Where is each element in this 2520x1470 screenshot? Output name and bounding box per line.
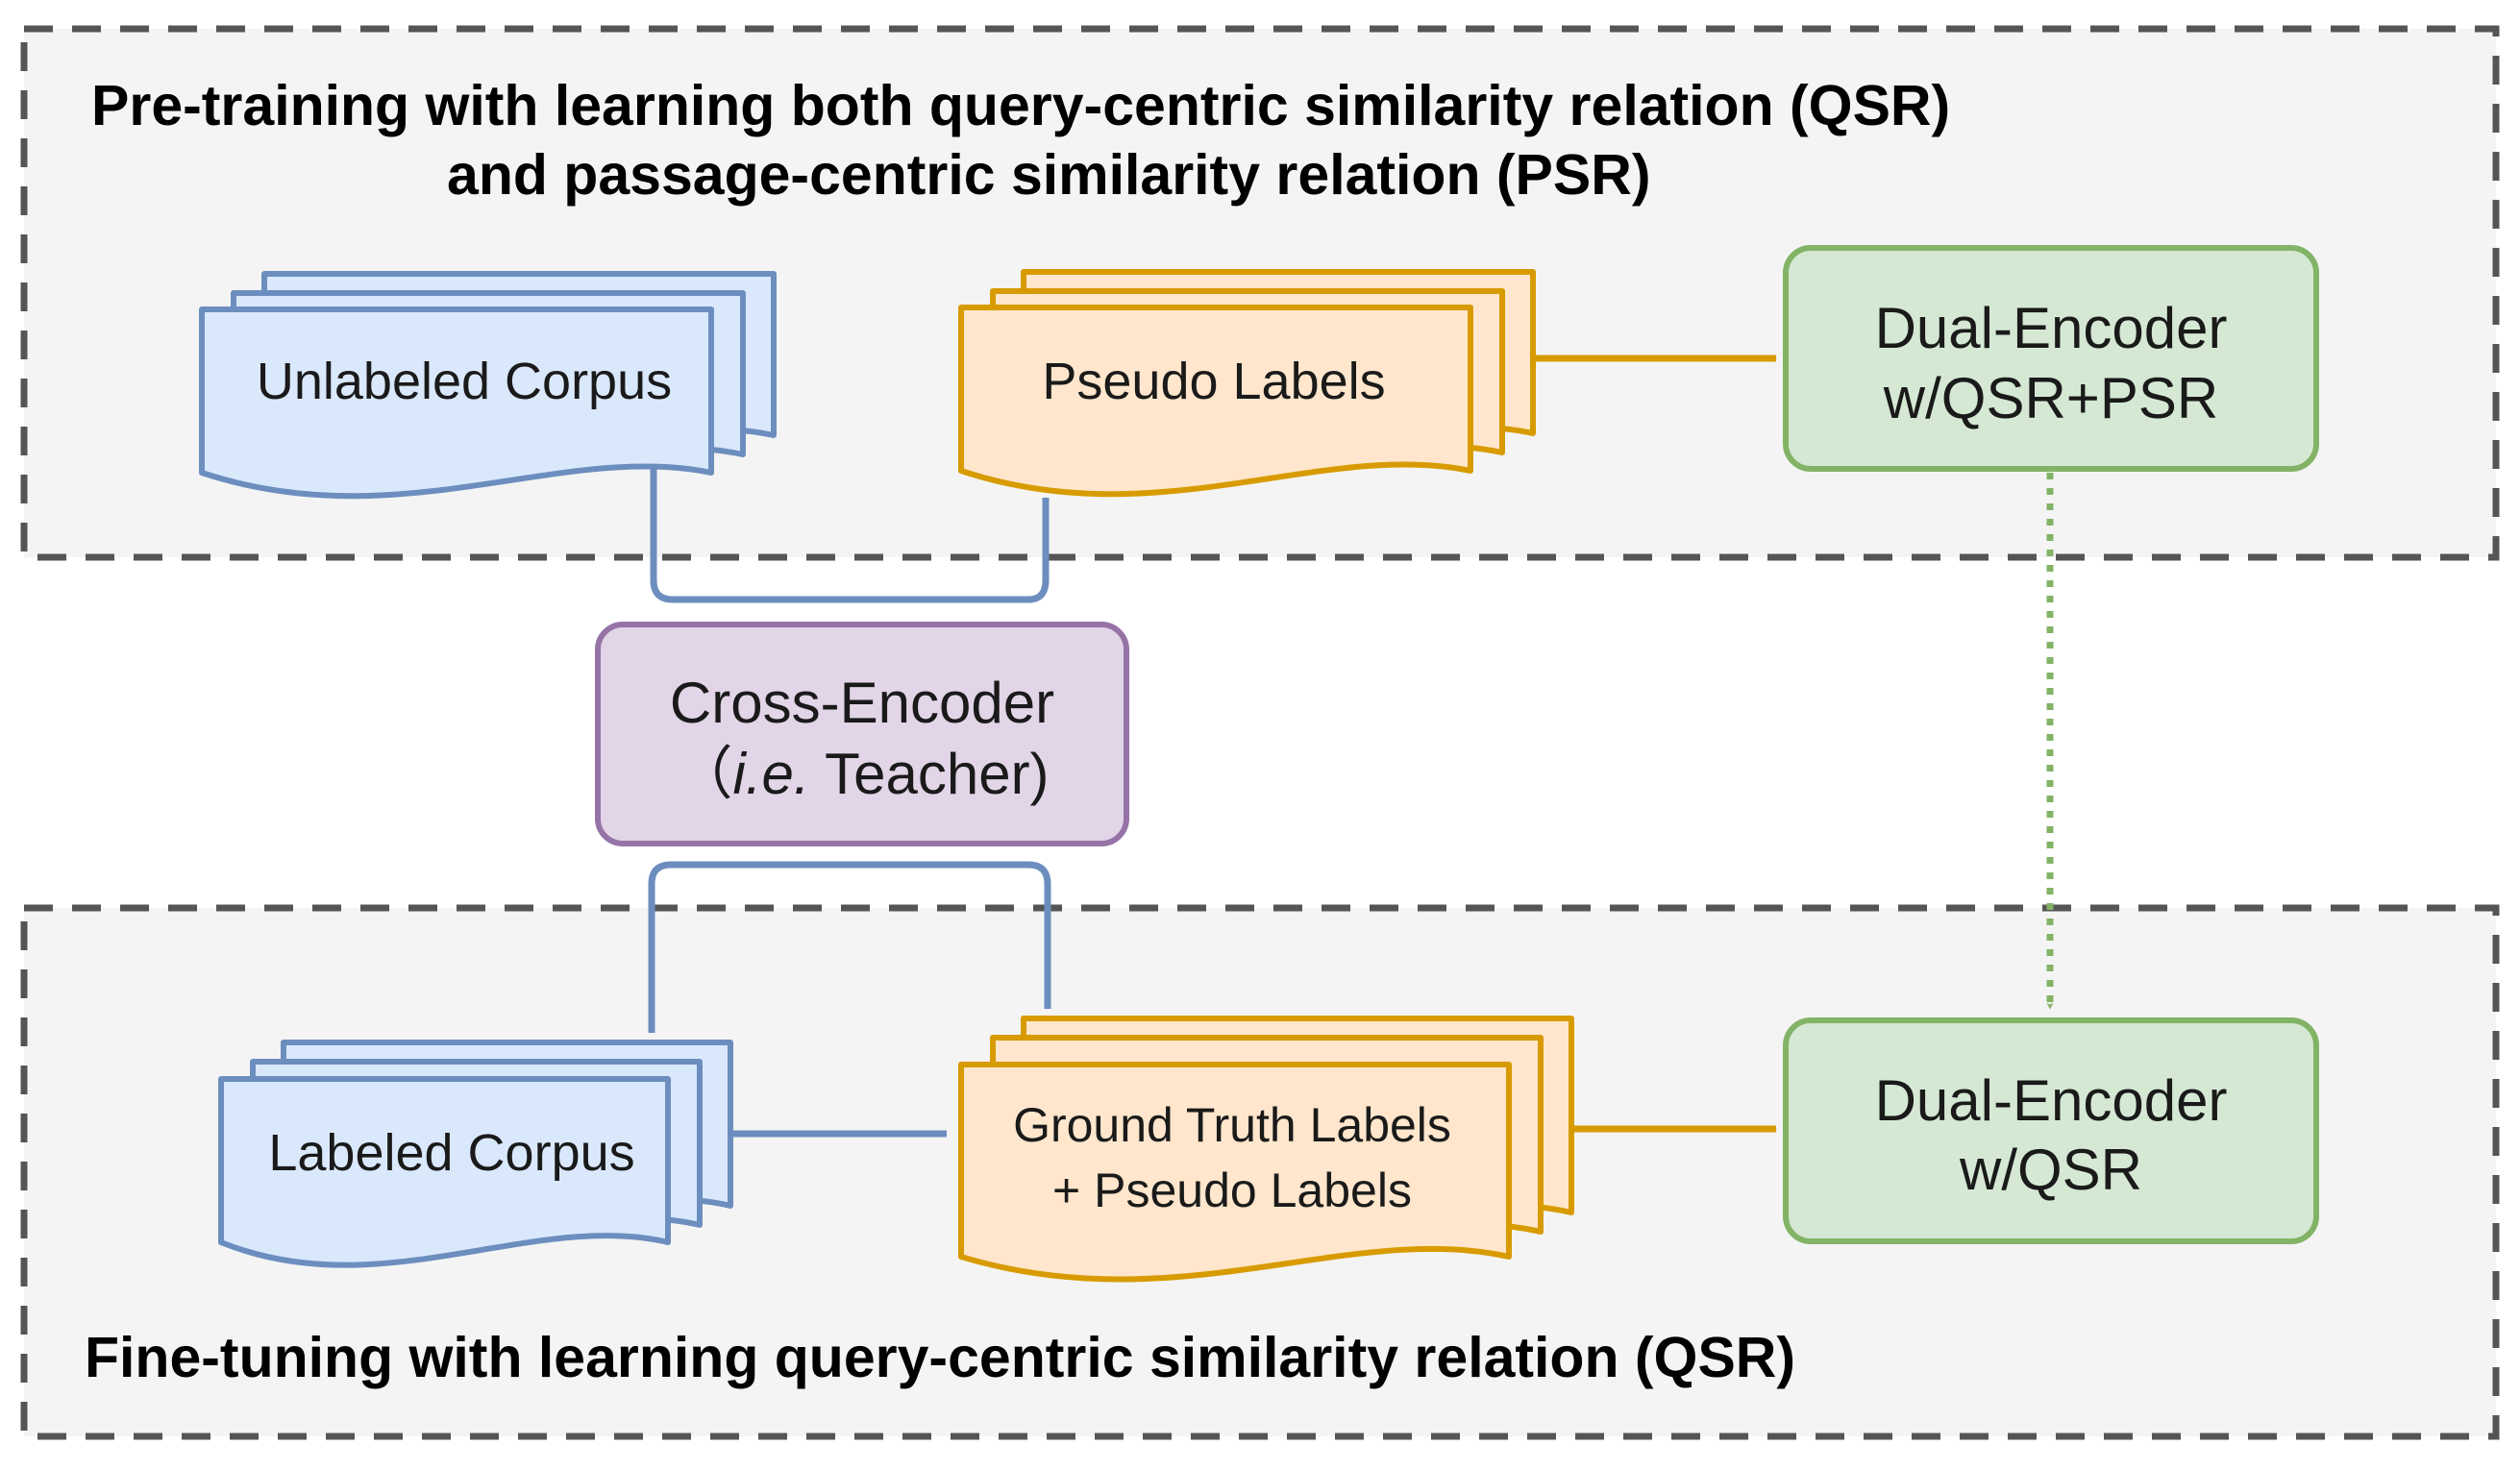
dual-encoder-pretrain-line1: Dual-Encoder bbox=[1875, 296, 2228, 360]
cross-encoder-line2: （i.e. Teacher) bbox=[675, 742, 1049, 806]
dual-encoder-finetune-box bbox=[1783, 1017, 2319, 1244]
labeled-corpus-label: Labeled Corpus bbox=[268, 1124, 634, 1182]
cross-encoder-node: Cross-Encoder （i.e. Teacher) bbox=[595, 622, 1129, 846]
dual-encoder-pretrain-node: Dual-Encoder w/QSR+PSR bbox=[1783, 245, 2319, 472]
gt-pseudo-labels-line2: + Pseudo Labels bbox=[1052, 1164, 1412, 1217]
pretraining-title-line2: and passage-centric similarity relation … bbox=[447, 143, 1651, 207]
arrow-unlabeled-to-pseudo bbox=[650, 469, 1050, 603]
pseudo-labels-page-1 bbox=[958, 305, 1473, 498]
pretraining-title-line1: Pre-training with learning both query-ce… bbox=[91, 74, 1950, 137]
gt-pseudo-labels-line1: Ground Truth Labels bbox=[1013, 1098, 1451, 1152]
labeled-corpus-node: Labeled Corpus bbox=[218, 1040, 733, 1268]
cross-encoder-box bbox=[595, 622, 1129, 846]
labeled-corpus-page-1 bbox=[218, 1076, 671, 1268]
gt-pseudo-labels-node: Ground Truth Labels + Pseudo Labels bbox=[958, 1016, 1574, 1283]
dual-encoder-finetune-node: Dual-Encoder w/QSR bbox=[1783, 1017, 2319, 1244]
dual-encoder-pretrain-box bbox=[1783, 245, 2319, 472]
arrow-labeled-to-gt-top bbox=[648, 861, 1051, 1033]
dual-encoder-finetune-line2: w/QSR bbox=[1959, 1138, 2142, 1202]
unlabeled-corpus-label: Unlabeled Corpus bbox=[257, 353, 672, 410]
finetuning-title: Fine-tuning with learning query-centric … bbox=[85, 1326, 1795, 1389]
gt-pseudo-labels-page-1 bbox=[958, 1062, 1512, 1283]
cross-encoder-teacher: Teacher) bbox=[810, 742, 1050, 806]
cross-encoder-paren-open: （ bbox=[675, 742, 732, 806]
unlabeled-corpus-page-1 bbox=[199, 306, 714, 500]
pseudo-labels-node: Pseudo Labels bbox=[958, 269, 1536, 498]
dual-encoder-pretrain-line2: w/QSR+PSR bbox=[1883, 366, 2218, 430]
cross-encoder-ie: i.e. bbox=[732, 742, 809, 806]
cross-encoder-line1: Cross-Encoder bbox=[670, 671, 1054, 735]
unlabeled-corpus-node: Unlabeled Corpus bbox=[199, 271, 777, 500]
pseudo-labels-label: Pseudo Labels bbox=[1042, 353, 1385, 410]
connectors bbox=[648, 355, 2054, 1138]
dual-encoder-finetune-line1: Dual-Encoder bbox=[1875, 1068, 2228, 1133]
